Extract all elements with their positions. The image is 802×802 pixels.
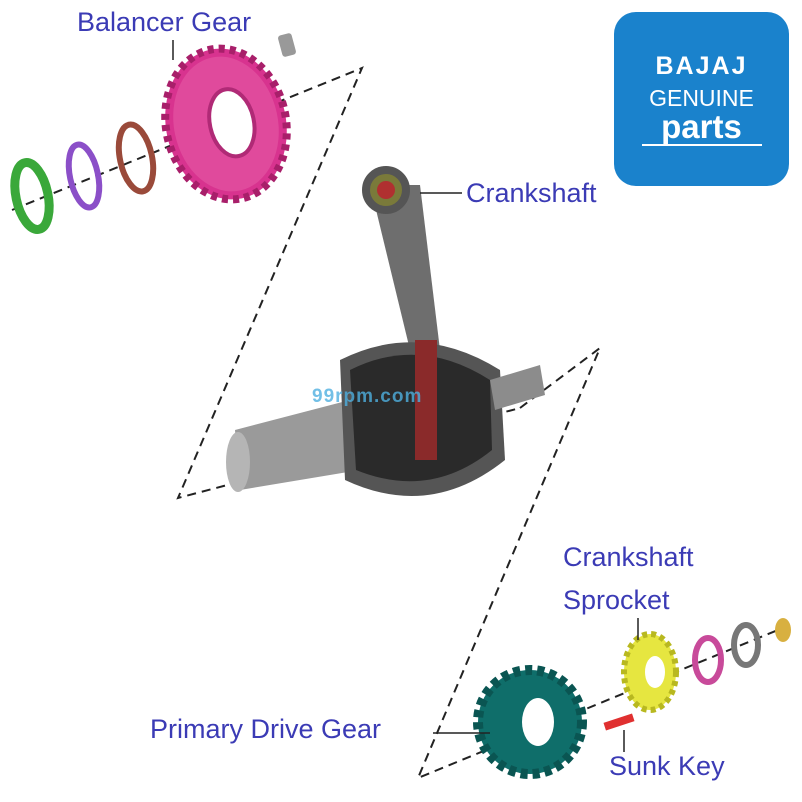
grey-washer xyxy=(731,622,761,668)
bajaj-genuine-parts-logo: BAJAJ GENUINE parts xyxy=(614,12,789,186)
balancer-gear xyxy=(161,44,291,204)
purple-washer xyxy=(65,141,103,211)
nut xyxy=(775,618,791,642)
brown-washer xyxy=(115,121,157,195)
label-primary-drive-gear: Primary Drive Gear xyxy=(150,714,382,744)
logo-underline xyxy=(641,144,762,146)
label-crankshaft-sprocket-line2: Sprocket xyxy=(563,585,670,615)
crankshaft-sprocket xyxy=(621,631,679,713)
green-washer xyxy=(10,158,54,234)
logo-genuine: GENUINE xyxy=(649,85,754,111)
crankshaft xyxy=(226,166,545,496)
label-crankshaft-sprocket-line1: Crankshaft xyxy=(563,542,694,572)
label-sunk-key: Sunk Key xyxy=(609,751,725,781)
pink-washer xyxy=(692,635,724,685)
watermark: 99rpm.com xyxy=(312,386,423,407)
logo-brand: BAJAJ xyxy=(655,52,748,80)
sunk-key xyxy=(603,713,635,731)
label-crankshaft: Crankshaft xyxy=(466,178,597,208)
label-balancer-gear: Balancer Gear xyxy=(77,7,252,37)
logo-parts: parts xyxy=(661,108,742,145)
balancer-pin xyxy=(278,33,296,57)
primary-drive-gear xyxy=(473,665,587,779)
